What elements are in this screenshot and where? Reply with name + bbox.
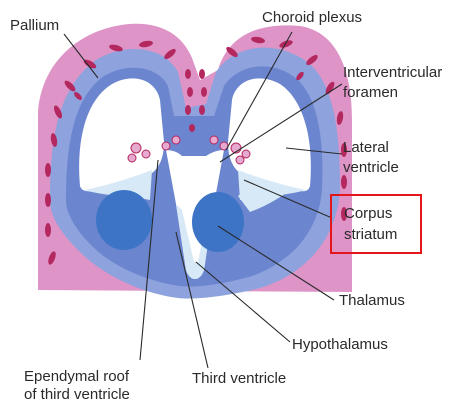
label-lateral-ventricle-line2: ventricle xyxy=(343,159,399,177)
label-third-ventricle: Third ventricle xyxy=(192,370,286,388)
label-thalamus: Thalamus xyxy=(339,292,405,310)
label-ependymal-roof-line2: of third ventricle xyxy=(24,386,130,404)
label-interventricular-foramen-line2: foramen xyxy=(343,84,398,102)
label-interventricular-foramen-line1: Interventricular xyxy=(343,64,442,82)
label-lateral-ventricle-line1: Lateral xyxy=(343,139,389,157)
label-corpus-striatum-line1: Corpus xyxy=(344,205,392,223)
corpus-striatum-highlight-box xyxy=(330,194,422,254)
label-corpus-striatum-line2: striatum xyxy=(344,226,397,244)
label-ependymal-roof-line1: Ependymal roof xyxy=(24,368,129,386)
label-hypothalamus: Hypothalamus xyxy=(292,336,388,354)
left-corpus-striatum xyxy=(96,190,152,250)
label-choroid-plexus: Choroid plexus xyxy=(262,9,362,27)
right-corpus-striatum xyxy=(192,192,244,252)
label-pallium: Pallium xyxy=(10,17,59,35)
